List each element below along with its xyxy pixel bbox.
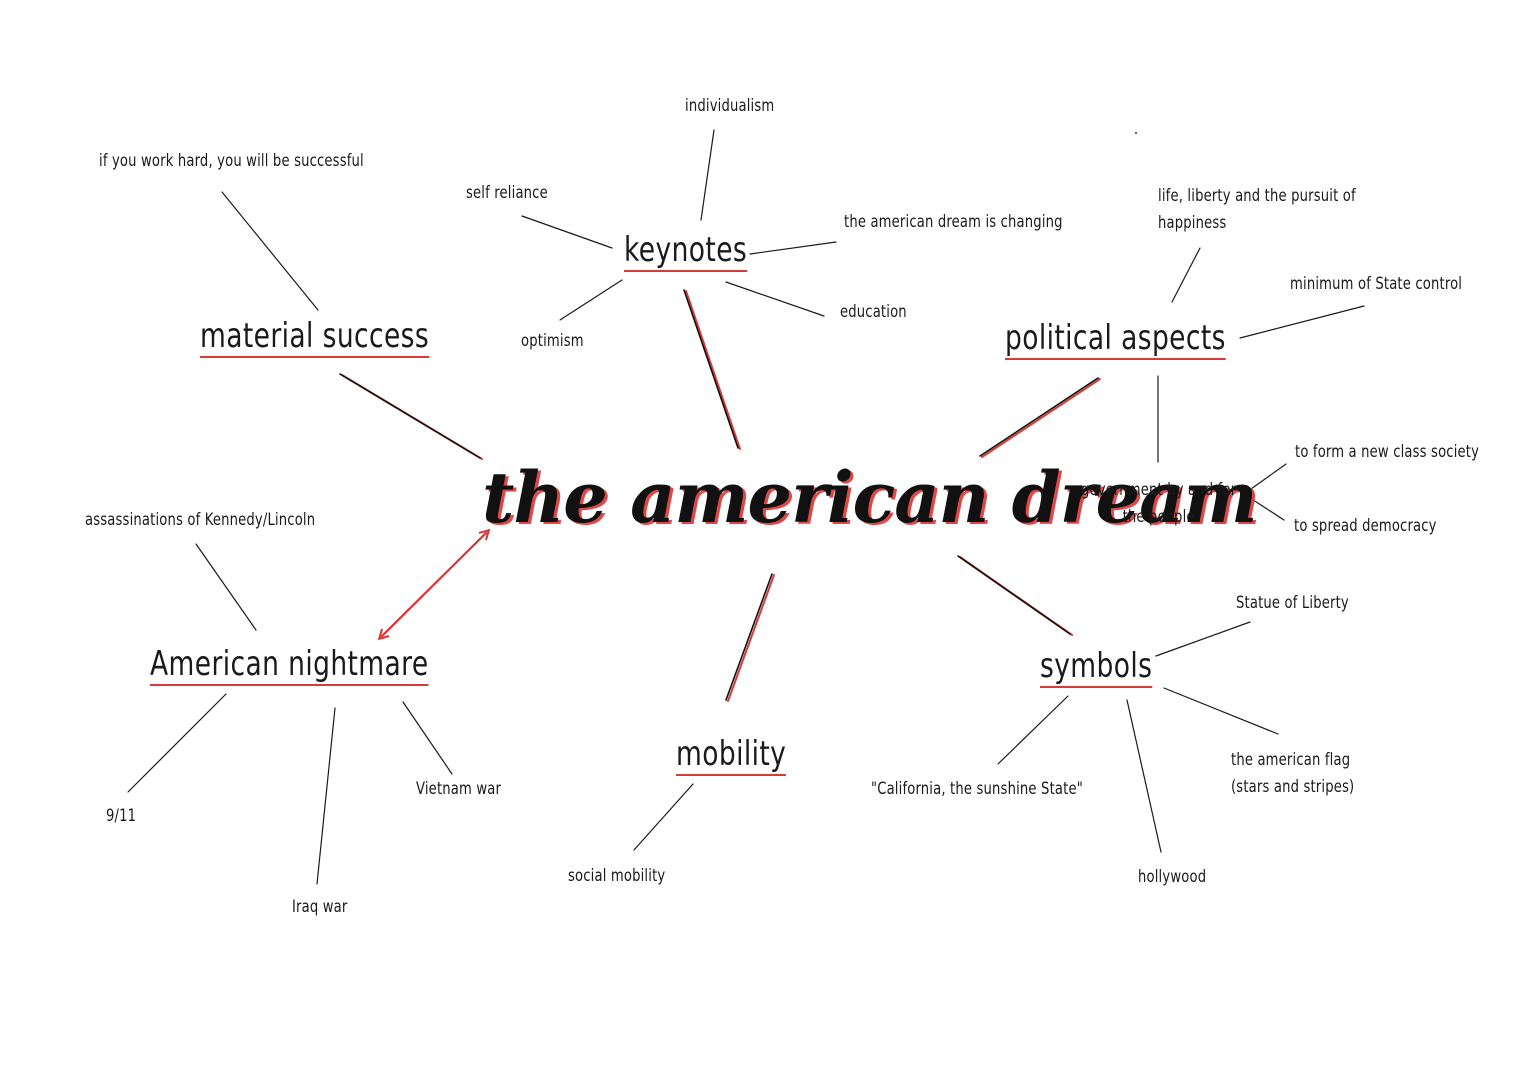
line-individualism: [700, 129, 715, 221]
line-flag: [1163, 687, 1279, 735]
line-life-liberty: [1171, 247, 1201, 303]
heading-political-aspects: political aspects: [1005, 318, 1226, 361]
heading-material-success: material success: [200, 316, 430, 359]
main-branches: [339, 289, 1101, 702]
leaf-life-liberty-line2: happiness: [1158, 213, 1227, 233]
leaf-government: government by and for the people: [1081, 477, 1236, 531]
leaf-education: education: [840, 302, 907, 322]
leaf-hollywood: hollywood: [1138, 867, 1207, 887]
leaf-government-line1: government by and for: [1081, 480, 1237, 500]
leaf-vietnam: Vietnam war: [416, 779, 502, 799]
line-government-fork: [1242, 463, 1287, 521]
heading-keynotes: keynotes: [624, 230, 748, 273]
leaf-california: "California, the sunshine State": [871, 779, 1083, 799]
line-optimism: [559, 279, 623, 321]
branch-material-success-dark: [339, 373, 481, 459]
line-hollywood: [1126, 699, 1162, 853]
center-title: the american dream: [482, 456, 1258, 539]
heading-symbols: symbols: [1040, 646, 1153, 689]
branch-symbols-dark: [957, 555, 1071, 635]
leaf-democracy: to spread democracy: [1294, 516, 1437, 536]
leaf-minimum-state: minimum of State control: [1290, 274, 1463, 294]
leaf-nine-eleven: 9/11: [106, 806, 137, 826]
branch-nightmare-arrow: [382, 533, 486, 636]
heading-material-success-text: material success: [200, 316, 430, 359]
line-iraq: [316, 707, 336, 885]
branch-political: [981, 378, 1101, 458]
leaf-new-class: to form a new class society: [1295, 442, 1480, 462]
leaf-flag: the american flag (stars and stripes): [1231, 747, 1354, 801]
line-minimum-state: [1239, 305, 1365, 339]
branch-keynotes-dark: [683, 289, 739, 449]
line-assassinations: [195, 543, 257, 631]
leaf-self-reliance: self reliance: [466, 183, 548, 203]
branch-keynotes: [685, 290, 741, 450]
leaf-flag-line1: the american flag: [1231, 750, 1351, 770]
branch-mobility-dark: [725, 573, 773, 701]
line-vietnam: [402, 701, 453, 775]
stray-dot: [1135, 132, 1137, 134]
line-self-reliance: [521, 215, 613, 249]
branch-political-dark: [979, 377, 1099, 457]
leaf-flag-line2: (stars and stripes): [1231, 777, 1355, 797]
leaf-social-mobility: social mobility: [568, 866, 666, 886]
leaf-life-liberty: life, liberty and the pursuit of happine…: [1158, 183, 1356, 237]
line-statue: [1155, 621, 1251, 657]
line-education: [725, 281, 825, 317]
leaf-optimism: optimism: [521, 331, 584, 351]
leaf-work-hard: if you work hard, you will be successful: [99, 151, 364, 171]
leaf-life-liberty-line1: life, liberty and the pursuit of: [1158, 186, 1356, 206]
heading-mobility-text: mobility: [676, 734, 787, 777]
heading-political-aspects-text: political aspects: [1005, 318, 1226, 361]
line-nine-eleven: [127, 693, 227, 793]
line-california: [997, 695, 1069, 765]
leaf-assassinations: assassinations of Kennedy/Lincoln: [85, 510, 316, 530]
line-work-hard: [221, 191, 319, 311]
leaf-iraq: Iraq war: [292, 897, 348, 917]
heading-american-nightmare-text: American nightmare: [150, 644, 429, 687]
line-changing: [749, 241, 837, 255]
line-social-mobility: [633, 783, 694, 851]
leaf-government-line2: the people: [1122, 507, 1195, 527]
sub-branches: [127, 129, 1365, 885]
heading-symbols-text: symbols: [1040, 646, 1153, 689]
heading-american-nightmare: American nightmare: [150, 644, 429, 687]
branch-mobility: [727, 574, 775, 702]
leaf-changing: the american dream is changing: [844, 212, 1063, 232]
heading-keynotes-text: keynotes: [624, 230, 748, 273]
heading-mobility: mobility: [676, 734, 787, 777]
leaf-statue: Statue of Liberty: [1236, 593, 1349, 613]
leaf-individualism: individualism: [685, 96, 775, 116]
